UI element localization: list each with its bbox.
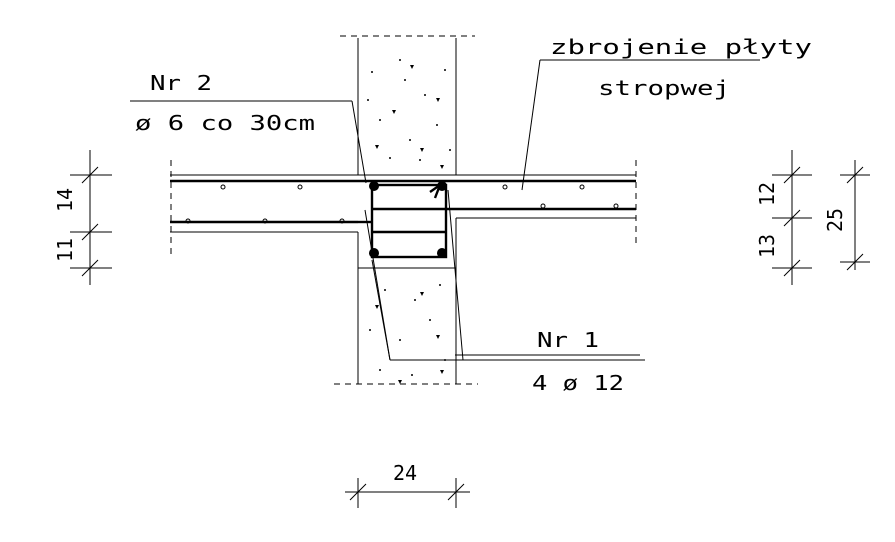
slab-reinforcement-label-line1: zbrojenie płyty [550,35,812,59]
bottom-dimension [345,478,470,508]
concrete-hatch [367,59,451,384]
bar1-number-label: Nr 1 [537,328,599,352]
slab-reinforcement-label-line2: stropwej [598,76,730,100]
slab-section [170,160,637,255]
bar1-spec-label: 4 ø 12 [532,371,624,395]
right-dimension [772,150,870,285]
dim-right-lower: 13 [755,234,779,258]
bar2-number-label: Nr 2 [150,71,212,95]
left-dimension [70,150,112,285]
dim-left-upper: 14 [53,188,77,212]
bar2-spec-label: ø 6 co 30cm [135,111,315,135]
beam-stirrup [364,181,645,361]
dim-bottom-width: 24 [393,461,417,485]
leader-lines [130,59,760,356]
wall-section [334,35,478,385]
dim-right-total: 25 [823,208,847,232]
slab-reinforcement [170,179,636,234]
dim-right-upper: 12 [755,182,779,206]
dim-left-lower: 11 [53,238,77,262]
